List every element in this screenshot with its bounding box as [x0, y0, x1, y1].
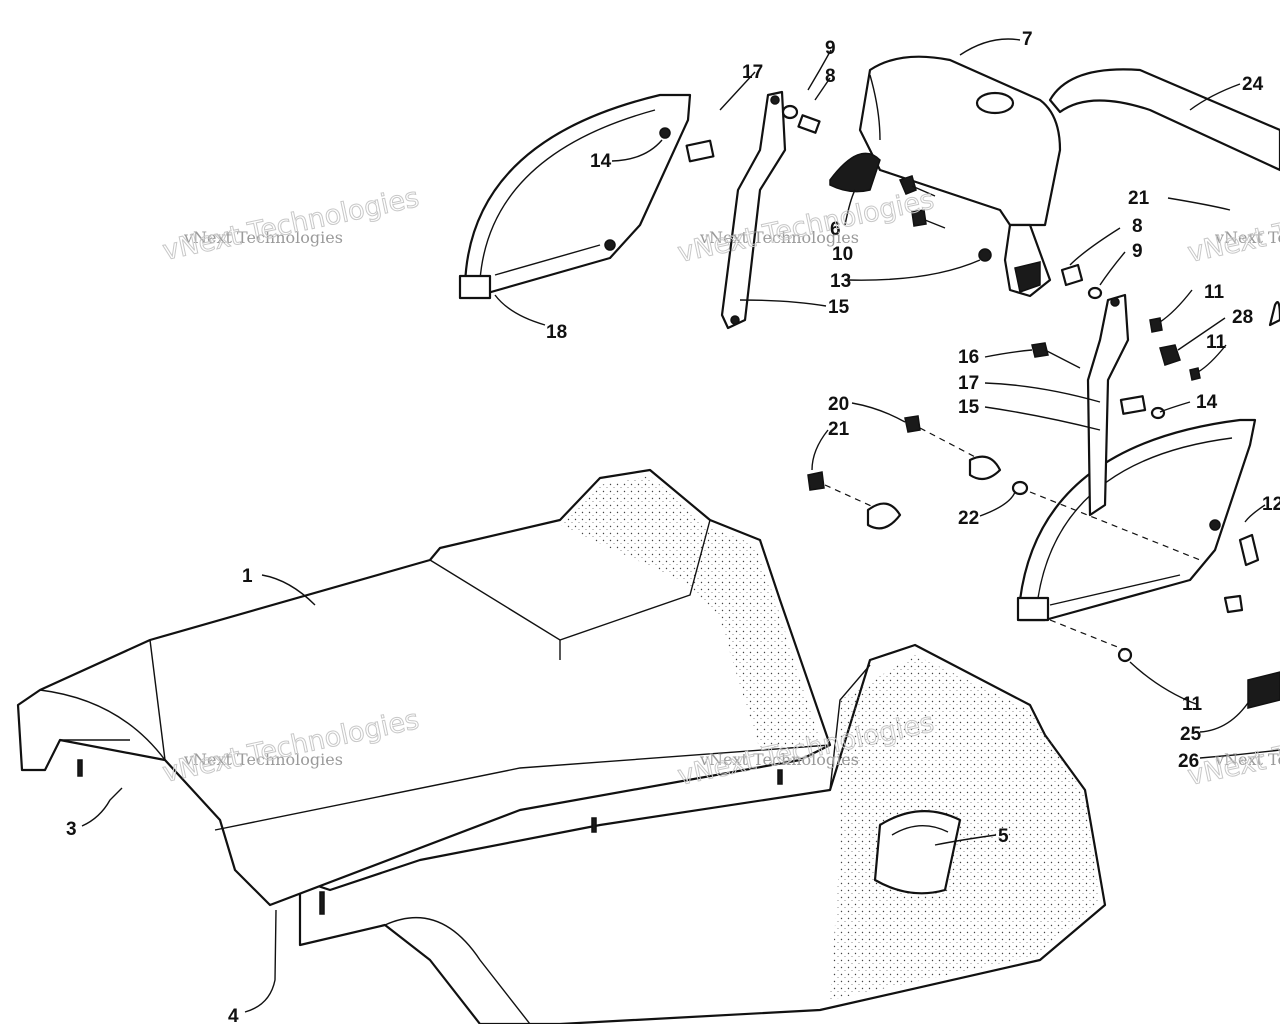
callout-14-left: 14 [590, 151, 612, 172]
callout-18: 18 [546, 322, 567, 343]
callout-7: 7 [1022, 29, 1033, 50]
watermark-text-4: vNext Technologies [699, 750, 859, 769]
callout-21-left: 21 [828, 419, 850, 440]
seat-assembly [16, 468, 1107, 1026]
callout-6: 6 [830, 219, 841, 240]
seat-top [16, 468, 832, 907]
callout-24: 24 [1242, 74, 1264, 95]
callout-8-right: 8 [1132, 216, 1143, 237]
callout-13: 13 [830, 271, 851, 292]
callout-17-left: 17 [742, 62, 763, 83]
callout-22: 22 [958, 508, 979, 529]
right-hinge-bracket [1016, 418, 1257, 622]
right-backrest-edge [1048, 68, 1280, 327]
callout-21-right: 21 [1128, 188, 1150, 209]
left-link-arm [685, 90, 821, 330]
callout-26: 26 [1178, 751, 1199, 772]
watermark-text-6: vNext Te [1214, 750, 1280, 769]
callout-11-b: 11 [1206, 332, 1227, 353]
right-link-arm [1031, 263, 1201, 517]
callout-11-c: 11 [1182, 694, 1203, 715]
callout-5: 5 [998, 826, 1009, 847]
watermark-outline-1: vNext Technologies [160, 182, 422, 267]
callout-16: 16 [958, 347, 979, 368]
watermark-outline-5: vNext Te [1185, 214, 1280, 268]
callout-9-right: 9 [1132, 241, 1143, 262]
callout-10: 10 [832, 244, 853, 265]
watermark-text-5: vNext Te [1214, 228, 1280, 247]
callout-17-right: 17 [958, 373, 979, 394]
grab-handle [873, 810, 962, 895]
left-hinge-bracket [458, 93, 692, 300]
callout-15-right: 15 [958, 397, 980, 418]
callout-numbers: 1 3 4 5 6 7 8 8 9 9 10 11 11 11 12 13 14… [66, 29, 1280, 1027]
callout-1: 1 [242, 566, 253, 587]
callout-9-top: 9 [825, 38, 836, 59]
leader-lines [81, 38, 1280, 1013]
callout-14-right: 14 [1196, 392, 1218, 413]
watermark-text-2: vNext Technologies [699, 228, 859, 247]
backrest [829, 55, 1062, 298]
callout-20: 20 [828, 394, 849, 415]
callout-25: 25 [1180, 724, 1202, 745]
callout-4: 4 [228, 1006, 239, 1024]
callout-3: 3 [66, 819, 77, 840]
callout-8-top: 8 [825, 66, 836, 87]
callout-15-left: 15 [828, 297, 850, 318]
watermark-text-1: vNext Technologies [183, 228, 343, 247]
hardware-center [898, 175, 992, 262]
watermark-outline-2: vNext Technologies [675, 184, 937, 269]
watermark-outline-6: vNext Te [1185, 737, 1280, 791]
callout-12: 12 [1262, 494, 1280, 515]
callout-28: 28 [1232, 307, 1253, 328]
watermark-text-3: vNext Technologies [183, 750, 343, 769]
bumper-pads [807, 415, 1280, 709]
callout-11-a: 11 [1204, 282, 1225, 303]
